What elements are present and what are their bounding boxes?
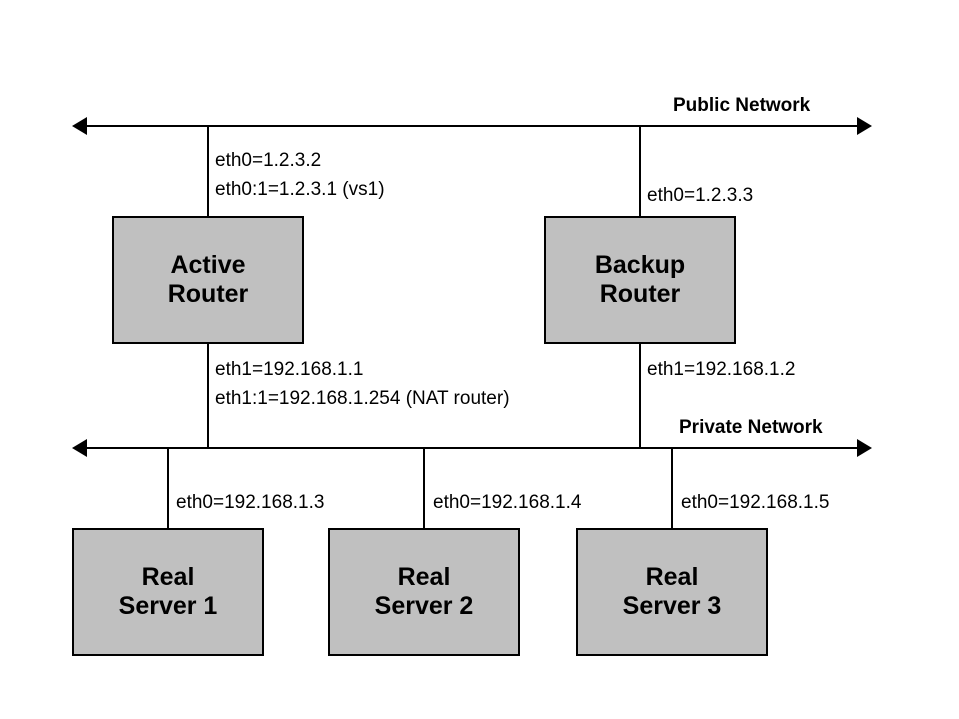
node-label-line2: Server 3 bbox=[622, 592, 722, 620]
annotation-line: eth0=1.2.3.2 bbox=[215, 150, 322, 171]
annotation-line: eth0:1=1.2.3.1 (vs1) bbox=[215, 178, 385, 200]
annotation-line: eth0=192.168.1.4 bbox=[433, 492, 582, 513]
node-label-line1: Backup bbox=[594, 250, 686, 279]
annotation-line: eth0=1.2.3.3 bbox=[647, 185, 754, 206]
annotation-rs3-iface: eth0=192.168.1.5 bbox=[681, 493, 829, 513]
node-label-line1: Real bbox=[141, 562, 195, 591]
node-label-line2: Server 2 bbox=[374, 592, 474, 620]
node-label-line1: Active bbox=[170, 250, 246, 279]
node-label-line2: Server 1 bbox=[118, 592, 218, 620]
annotation-line: Public Network bbox=[673, 95, 811, 116]
annotation-rs1-iface: eth0=192.168.1.3 bbox=[176, 493, 324, 513]
node-label-line1: Real bbox=[397, 562, 451, 591]
annotation-private-network-label: Private Network bbox=[679, 418, 823, 438]
annotation-line: Private Network bbox=[679, 417, 823, 438]
annotation-backup-public-iface: eth0=1.2.3.3 bbox=[647, 186, 753, 206]
annotation-active-public-ifaces: eth0=1.2.3.2 eth0:1=1.2.3.1 (vs1) bbox=[215, 151, 385, 200]
node-label-line1: Real bbox=[645, 562, 699, 591]
network-bus-private bbox=[72, 439, 872, 457]
network-bus-public bbox=[72, 117, 872, 135]
annotation-backup-private-iface: eth1=192.168.1.2 bbox=[647, 360, 795, 380]
annotation-rs2-iface: eth0=192.168.1.4 bbox=[433, 493, 581, 513]
annotation-line: eth0=192.168.1.5 bbox=[681, 492, 830, 513]
annotation-line: eth1=192.168.1.1 bbox=[215, 359, 364, 380]
annotation-line: eth1=192.168.1.2 bbox=[647, 359, 796, 380]
annotation-line: eth1:1=192.168.1.254 (NAT router) bbox=[215, 387, 510, 409]
annotation-line: eth0=192.168.1.3 bbox=[176, 492, 325, 513]
node-label-line2: Router bbox=[599, 280, 681, 308]
annotation-active-private-ifaces: eth1=192.168.1.1 eth1:1=192.168.1.254 (NA… bbox=[215, 360, 510, 409]
node-label-line2: Router bbox=[167, 280, 249, 308]
annotation-public-network-label: Public Network bbox=[673, 96, 810, 116]
